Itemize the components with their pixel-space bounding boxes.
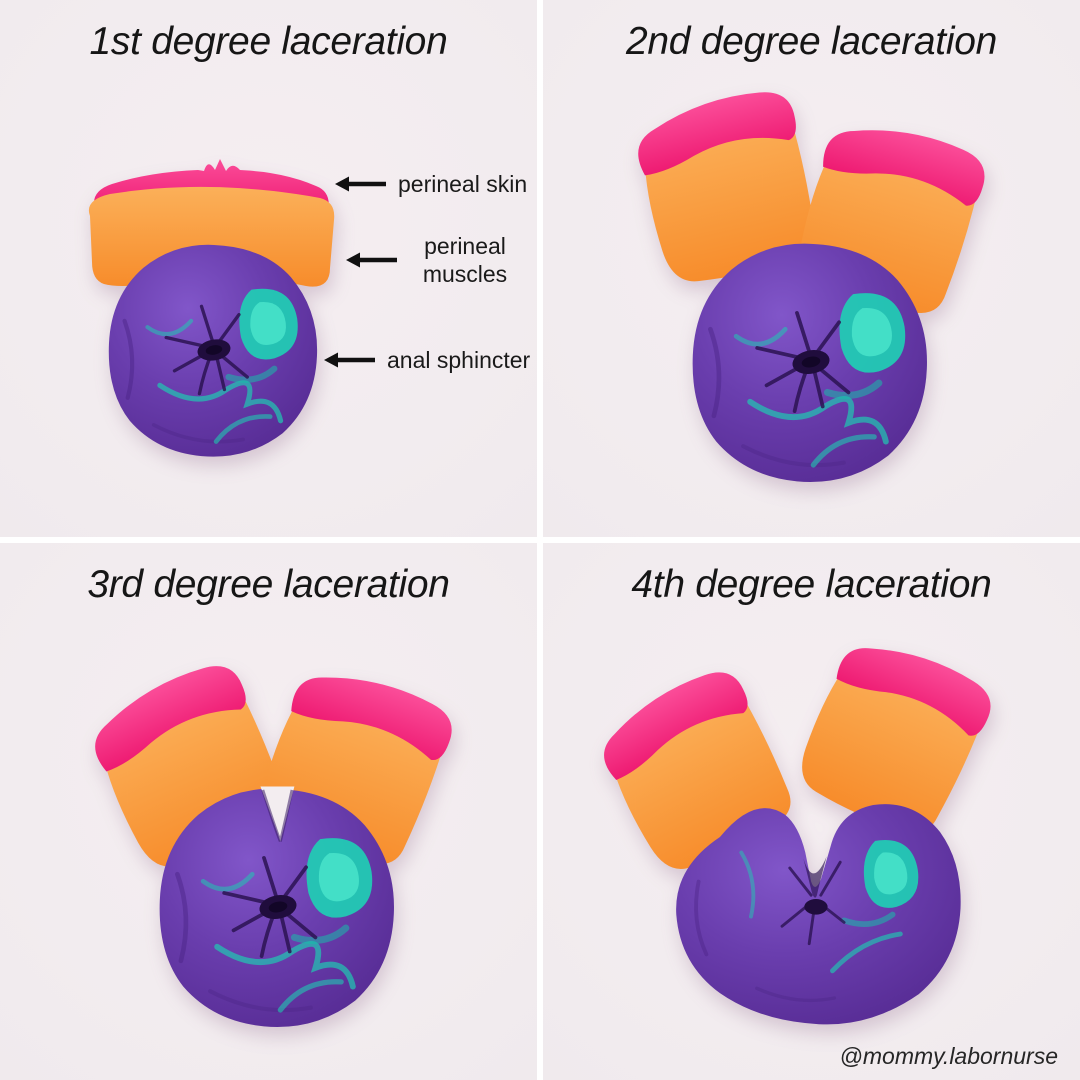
panel-title-1st-degree: 1st degree laceration: [89, 20, 448, 63]
clay-model-3rd-degree: [80, 654, 461, 1080]
anal-sphincter-shape: [109, 245, 317, 457]
annotation-perineal-muscles: perineal muscles: [344, 232, 521, 288]
watermark-handle: @mommy.labornurse: [839, 1043, 1058, 1069]
arrow-left-icon: [346, 252, 397, 268]
annotation-perineal-skin: perineal skin: [333, 170, 527, 198]
clay-model-2nd-degree: [629, 83, 992, 537]
panel-1st-degree-laceration: 1st degree laceration perineal skin peri…: [0, 0, 537, 537]
clay-model-4th-degree: [588, 626, 1001, 1080]
clay-model-1st-degree: [88, 159, 335, 537]
annotation-label-perineal-muscles: perineal muscles: [422, 233, 508, 288]
anal-sphincter-shape: [693, 244, 927, 482]
perineal-muscles-shape: [88, 186, 335, 287]
annotation-label-anal-sphincter: anal sphincter: [387, 347, 531, 373]
annotation-anal-sphincter: anal sphincter: [322, 346, 530, 374]
panel-title-2nd-degree: 2nd degree laceration: [626, 20, 997, 63]
annotation-label-perineal-skin: perineal skin: [398, 171, 528, 197]
anal-sphincter-partially-torn-shape: [160, 786, 394, 1026]
panel-2nd-degree-laceration: 2nd degree laceration: [543, 0, 1080, 537]
arrow-left-icon: [324, 352, 375, 368]
arrow-left-icon: [335, 176, 386, 192]
panel-3rd-degree-laceration: 3rd degree laceration: [0, 543, 537, 1080]
panel-4th-degree-laceration: 4th degree laceration: [543, 543, 1080, 1080]
panel-title-4th-degree: 4th degree laceration: [631, 563, 992, 606]
panel-title-3rd-degree: 3rd degree laceration: [87, 563, 450, 606]
